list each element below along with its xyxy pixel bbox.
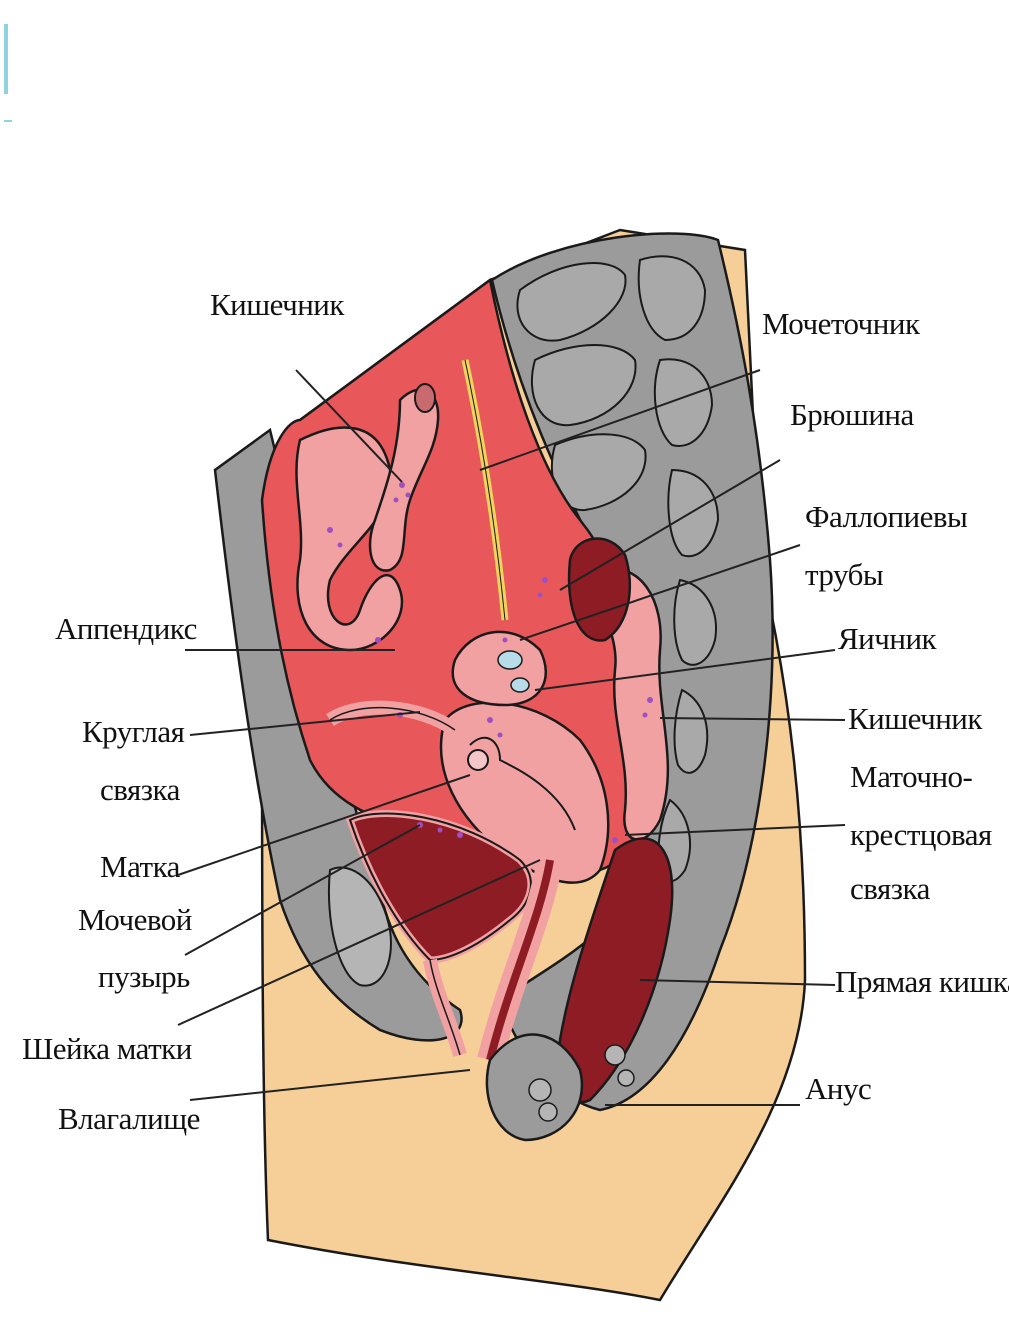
label-appendix: Аппендикс [55,612,197,646]
label-intestine-top: Кишечник [210,288,344,322]
label-fallopian-2: трубы [805,558,883,592]
label-uterosacral-3: связка [850,872,930,906]
label-vagina: Влагалище [58,1102,200,1136]
label-bladder-2: пузырь [98,960,190,994]
label-round-ligament-1: Круглая [82,715,184,749]
label-fallopian-1: Фаллопиевы [805,500,967,534]
label-intestine-right: Кишечник [848,702,982,736]
label-bladder-1: Мочевой [78,903,192,937]
label-uterosacral-2: крестцовая [850,818,992,852]
label-rectum: Прямая кишка [835,965,1009,999]
intestine-opening [415,384,435,412]
label-cervix: Шейка матки [22,1032,192,1066]
label-ovary: Яичник [838,622,936,656]
label-ureter: Мочеточник [762,307,920,341]
label-uterus: Матка [100,850,180,884]
label-peritoneum: Брюшина [790,398,914,432]
label-anus: Анус [805,1072,871,1106]
label-round-ligament-2: связка [100,773,180,807]
label-uterosacral-1: Маточно- [850,760,972,794]
